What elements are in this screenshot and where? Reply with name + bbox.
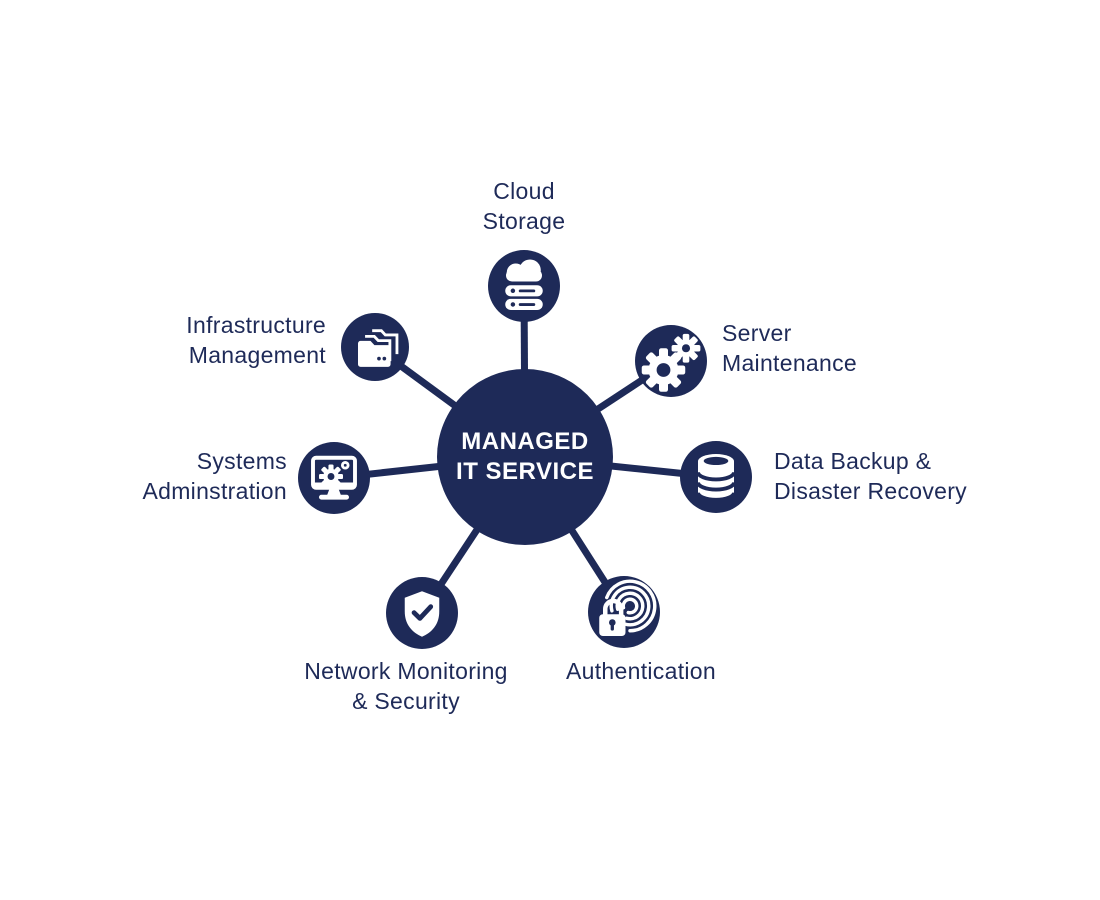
node-data-backup	[680, 441, 752, 513]
folders-icon	[358, 329, 399, 367]
label-line: Server	[722, 320, 792, 346]
hub-title-line1: MANAGED	[461, 428, 589, 455]
label-line: Disaster Recovery	[774, 478, 967, 504]
node-authentication	[588, 576, 660, 648]
label-line: Infrastructure	[186, 312, 326, 338]
hub-title-line2: IT SERVICE	[456, 458, 594, 485]
node-label-infrastructure-management: Infrastructure Management	[116, 310, 326, 370]
node-infrastructure-management	[341, 313, 409, 381]
label-line: Management	[188, 342, 326, 368]
node-systems-administration	[298, 442, 370, 514]
node-network-monitoring	[386, 577, 458, 649]
label-line: Maintenance	[722, 350, 857, 376]
cloud-storage-icon	[505, 259, 543, 310]
label-line: Data Backup &	[774, 448, 932, 474]
gears-icon	[641, 333, 701, 392]
label-line: Systems	[196, 448, 287, 474]
node-label-network-monitoring: Network Monitoring & Security	[256, 656, 556, 716]
label-line: Authentication	[566, 658, 716, 684]
node-label-authentication: Authentication	[511, 656, 771, 686]
node-server-maintenance	[635, 325, 707, 397]
label-line: Cloud	[493, 178, 555, 204]
monitor-gear-icon	[311, 455, 357, 500]
fingerprint-lock-icon	[599, 579, 657, 636]
label-line: & Security	[352, 688, 460, 714]
node-label-server-maintenance: Server Maintenance	[722, 318, 972, 378]
label-line: Network Monitoring	[304, 658, 508, 684]
node-label-cloud-storage: Cloud Storage	[404, 176, 644, 236]
label-line: Adminstration	[142, 478, 287, 504]
shield-check-icon	[404, 591, 440, 637]
node-label-systems-administration: Systems Adminstration	[87, 446, 287, 506]
hub-circle: MANAGED IT SERVICE	[437, 369, 613, 545]
database-icon	[696, 454, 736, 502]
label-line: Storage	[482, 208, 566, 234]
node-cloud-storage	[488, 250, 560, 322]
node-label-data-backup: Data Backup & Disaster Recovery	[774, 446, 1044, 506]
